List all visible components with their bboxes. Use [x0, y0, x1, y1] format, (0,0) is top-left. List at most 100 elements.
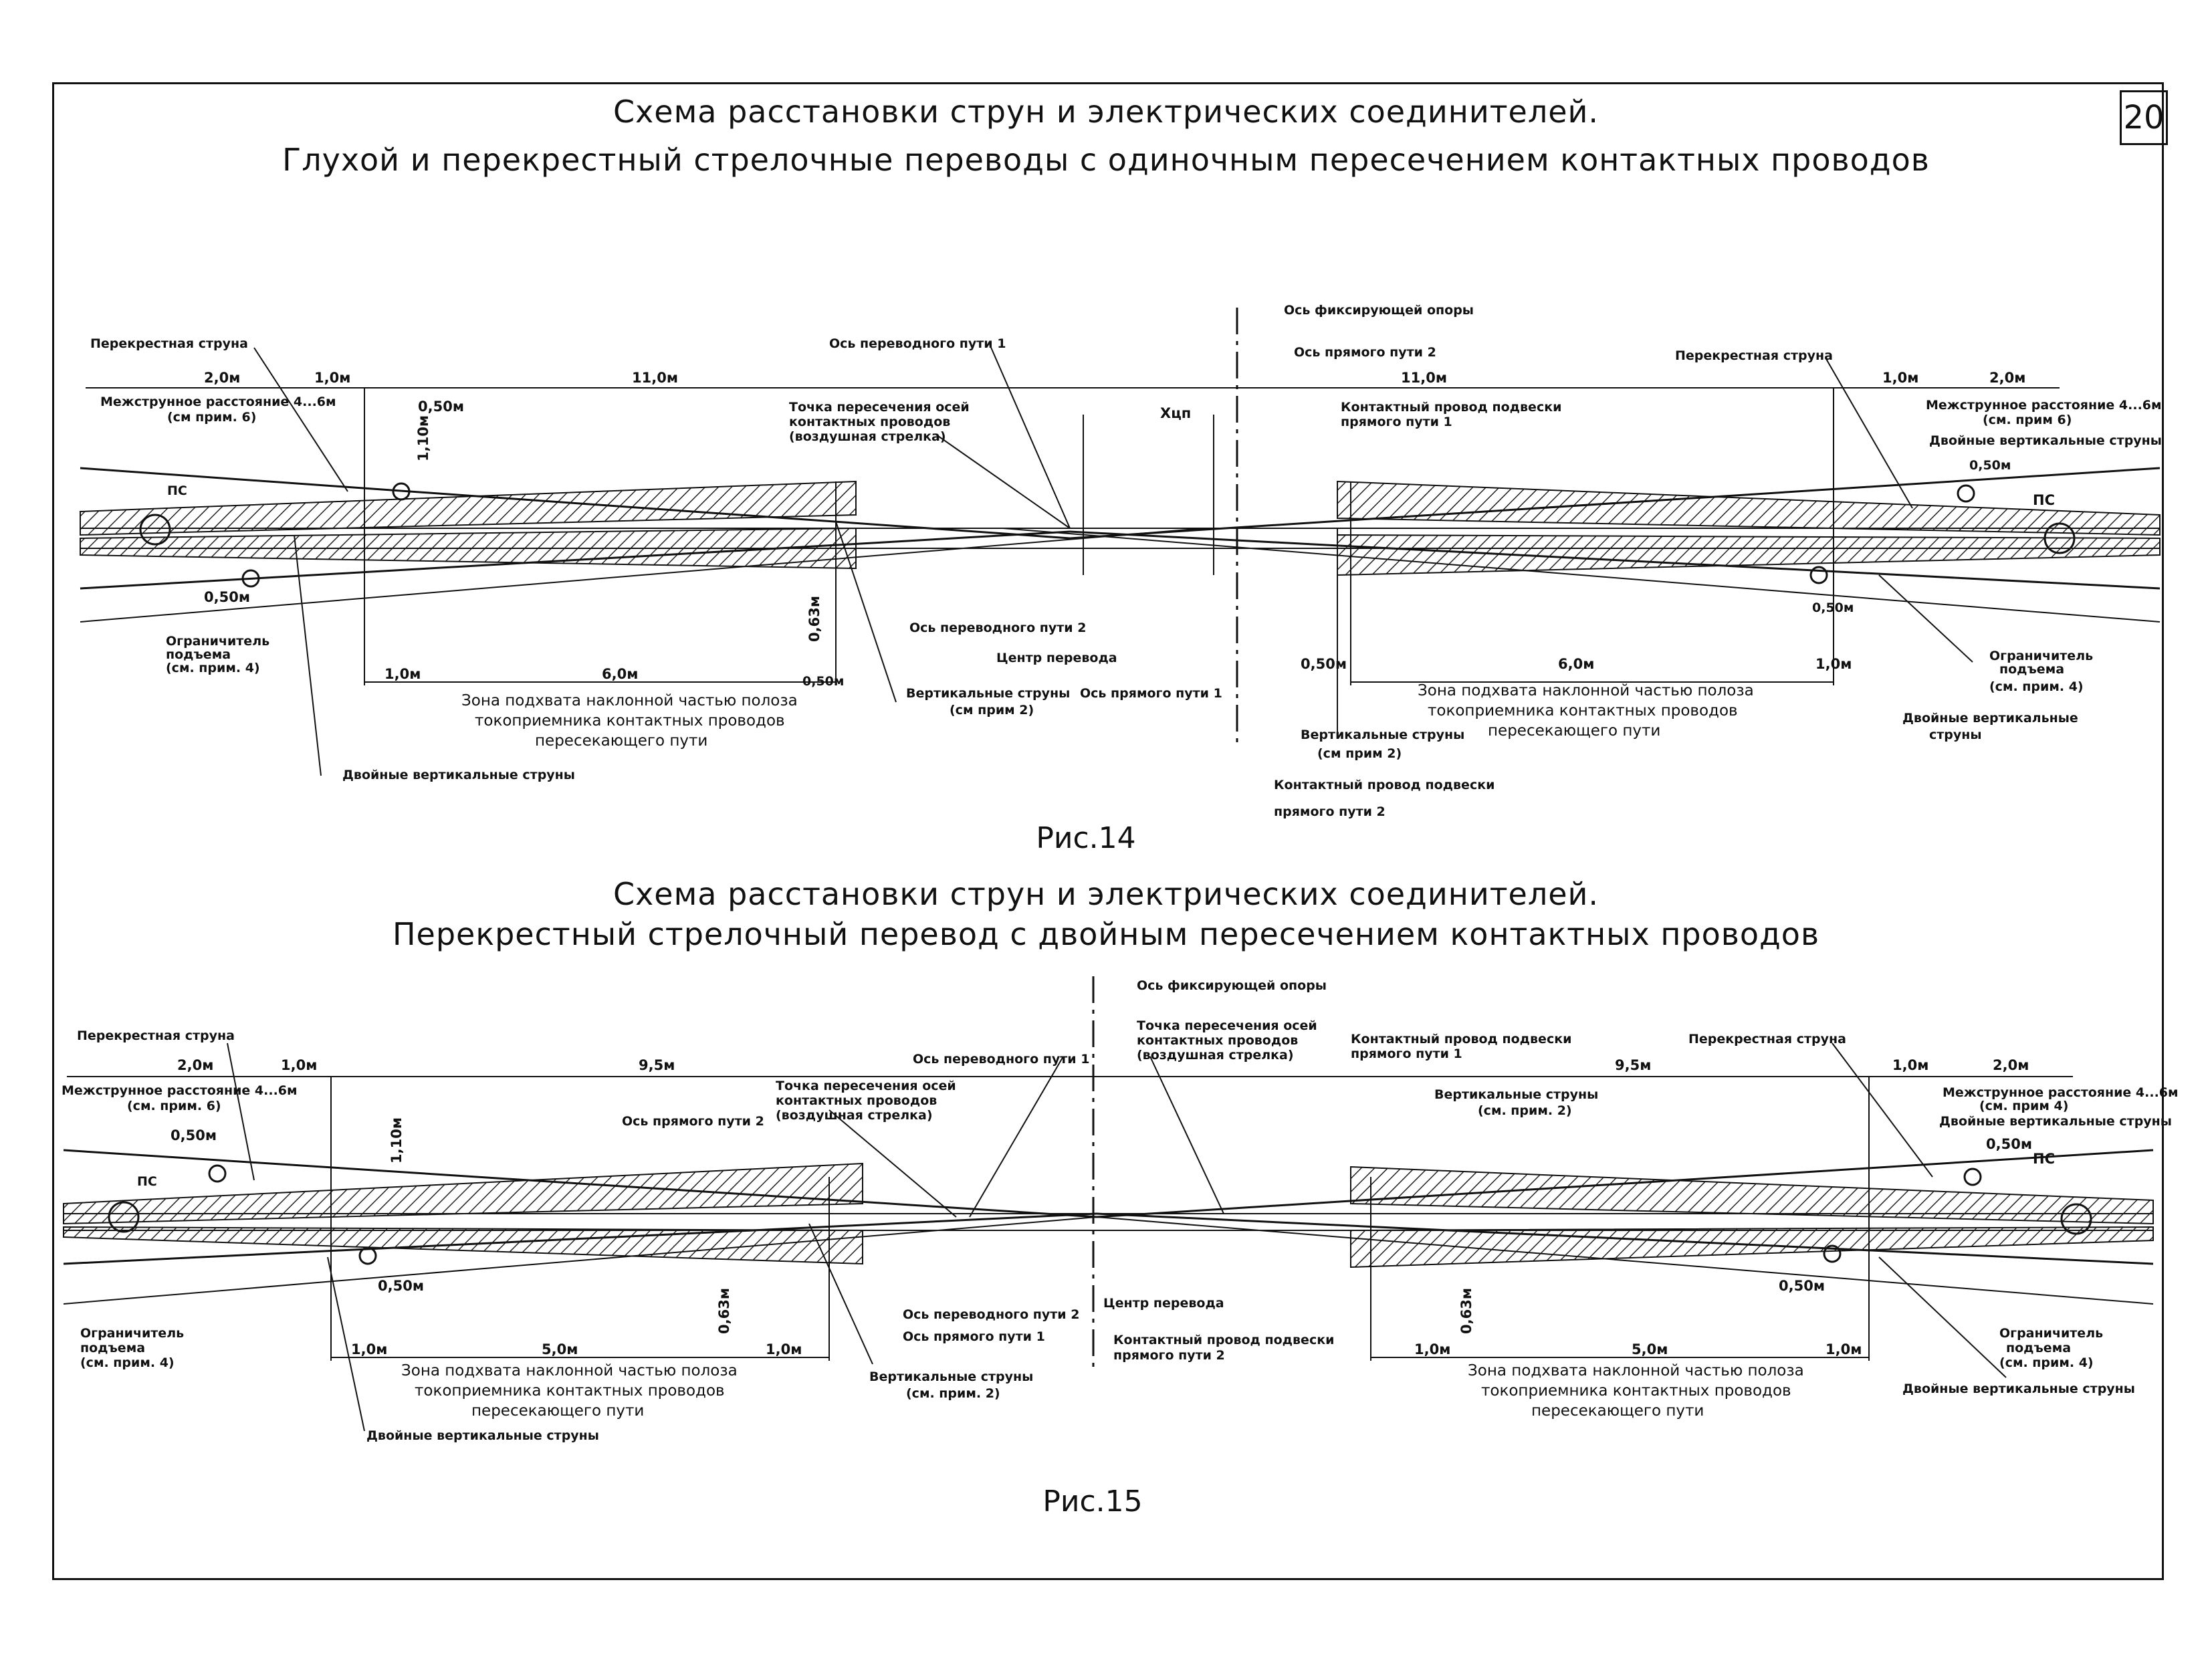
drawing-frame	[52, 82, 2164, 1580]
fig14-label: Вертикальные струны	[906, 686, 1070, 701]
fig15-label: Точка пересечения осей	[1137, 1018, 1317, 1033]
fig14-zone-text: Зона подхвата наклонной частью полоза	[461, 692, 798, 709]
fig15-label: (воздушная стрелка)	[1137, 1048, 1294, 1063]
fig15-label: Центр перевода	[1103, 1296, 1224, 1311]
fig15-dim: 9,5м	[1615, 1057, 1651, 1073]
fig14-zone-text: токоприемника контактных проводов	[1428, 702, 1738, 720]
fig14-label: Точка пересечения осей	[789, 400, 970, 415]
fig14-label: Двойные вертикальные струны	[1929, 433, 2162, 448]
fig15-label: подъема	[2006, 1341, 2071, 1355]
fig14-label: (см. прим. 4)	[1989, 679, 2084, 694]
fig14-label: Ограничитель	[1989, 649, 2093, 663]
fig14-hatch-right-upper	[1337, 480, 2161, 536]
fig15-dim: 0,50м	[1779, 1278, 1825, 1294]
fig15-label: ПС	[137, 1174, 157, 1189]
fig15-ps-circle	[2060, 1203, 2092, 1235]
fig15-dim: 9,5м	[639, 1057, 675, 1073]
fig14-label: Перекрестная струна	[90, 336, 248, 351]
fig15-wire	[1096, 1149, 2154, 1218]
fig14-label: Межструнное расстояние 4...6м	[100, 395, 336, 409]
fig15-wire	[63, 1149, 1097, 1218]
fig15-label: (см. прим. 4)	[80, 1355, 175, 1370]
fig14-label: подъема	[1999, 662, 2064, 677]
fig14-label: контактных проводов	[789, 415, 950, 429]
fig14-dim: 1,0м	[314, 370, 350, 386]
fig15-label: (см. прим. 2)	[1478, 1103, 1572, 1118]
fig15-label: (см. прим 4)	[1979, 1099, 2068, 1113]
fig15-label: Контактный провод подвески	[1351, 1032, 1571, 1046]
fig14-dim: 0,63м	[806, 596, 822, 642]
fig15-label: Перекрестная струна	[1688, 1032, 1846, 1046]
fig14-label: ПС	[167, 483, 187, 498]
fig14-label: Хцп	[1160, 405, 1191, 421]
page-number: 20	[2120, 90, 2168, 145]
fig14-wire	[80, 530, 1071, 590]
fig14-caption: Рис.14	[1036, 821, 1136, 855]
fig15-label: подъема	[80, 1341, 145, 1355]
fig14-zone-text: токоприемника контактных проводов	[475, 712, 785, 730]
fig15-dim: 1,0м	[1414, 1341, 1450, 1357]
fig14-ps-circle	[139, 514, 171, 546]
fig15-label: Вертикальные струны	[869, 1369, 1033, 1384]
fig14-dim: 0,50м	[1301, 656, 1347, 672]
fig15-dim: 1,0м	[351, 1341, 387, 1357]
fig14-zone-text: пересекающего пути	[535, 732, 707, 750]
fig14-zone-text: Зона подхвата наклонной частью полоза	[1418, 682, 1754, 699]
fig15-hatch-left-upper	[63, 1162, 863, 1225]
fig14-label: Двойные вертикальные	[1902, 711, 2078, 726]
fig15-label: прямого пути 2	[1113, 1348, 1225, 1363]
fig15-label: Двойные вертикальные струны	[1939, 1114, 2172, 1129]
fig14-label: Центр перевода	[996, 651, 1117, 665]
fig14-label: Контактный провод подвески	[1341, 400, 1561, 415]
fig15-hatch-left-lower	[63, 1226, 863, 1265]
fig15-dim: 1,10м	[389, 1117, 405, 1164]
fig14-label: Ось переводного пути 1	[829, 336, 1006, 351]
fig15-caption: Рис.15	[1042, 1484, 1143, 1519]
fig15-label: (см. прим. 2)	[906, 1386, 1000, 1401]
fig15-wire	[1096, 1212, 2154, 1265]
fig14-dim: 11,0м	[632, 370, 678, 386]
fig14-wire	[1002, 528, 2161, 623]
fig15-hatch-right-upper	[1350, 1166, 2154, 1225]
fig15-dim: 0,63м	[1458, 1288, 1474, 1334]
fig15-hatch-right-lower	[1350, 1226, 2154, 1268]
fig15-dim: 2,0м	[177, 1057, 213, 1073]
fig14-dim: 2,0м	[1989, 370, 2025, 386]
fig15-label: контактных проводов	[1137, 1033, 1298, 1048]
fig14-label: струны	[1929, 728, 1982, 742]
fig15-label: Ось прямого пути 2	[622, 1114, 764, 1129]
fig15-label: Ограничитель	[80, 1326, 184, 1341]
fig15-label: Двойные вертикальные струны	[366, 1428, 599, 1443]
fig15-node	[1823, 1244, 1842, 1263]
fig15-zone-text: Зона подхвата наклонной частью полоза	[401, 1362, 738, 1379]
fig15-label: (воздушная стрелка)	[776, 1108, 933, 1123]
fig15-dim: 1,0м	[1892, 1057, 1928, 1073]
fig15-label: Ось переводного пути 2	[903, 1307, 1079, 1322]
fig15-dim: 0,50м	[378, 1278, 424, 1294]
fig14-label: подъема	[166, 647, 231, 662]
fig14-label: Вертикальные струны	[1301, 728, 1464, 742]
fig14-dim: 0,50м	[418, 399, 464, 415]
fig15-label: Ось фиксирующей опоры	[1137, 978, 1327, 993]
fig15-label: Вертикальные струны	[1434, 1087, 1598, 1102]
fig15-title-line1: Схема расстановки струн и электрических …	[613, 876, 1599, 912]
fig14-wire	[80, 467, 1071, 540]
fig15-label: Контактный провод подвески	[1113, 1333, 1334, 1347]
fig15-label: Перекрестная струна	[77, 1028, 235, 1043]
fig14-label: прямого пути 2	[1274, 804, 1386, 819]
fig14-node	[392, 482, 411, 501]
fig14-dim: 6,0м	[1558, 656, 1594, 672]
fig14-node	[1957, 484, 1975, 503]
fig14-dim: 0,50м	[1812, 600, 1854, 615]
fig14-hatch-right-lower	[1337, 534, 2161, 576]
fig15-zone-text: пересекающего пути	[471, 1402, 644, 1420]
fig15-node	[208, 1164, 227, 1183]
fig15-ps-circle	[108, 1201, 140, 1233]
fig14-label: (см прим. 6)	[167, 410, 256, 425]
fig15-zone-text: пересекающего пути	[1531, 1402, 1704, 1420]
fig15-label: контактных проводов	[776, 1093, 937, 1108]
fig15-labels: Перекрестная струна 2,0м 1,0м Межструнно…	[62, 978, 2179, 1443]
fig14-dim: 0,50м	[204, 589, 250, 605]
fig14-ps-circle	[2043, 522, 2076, 554]
